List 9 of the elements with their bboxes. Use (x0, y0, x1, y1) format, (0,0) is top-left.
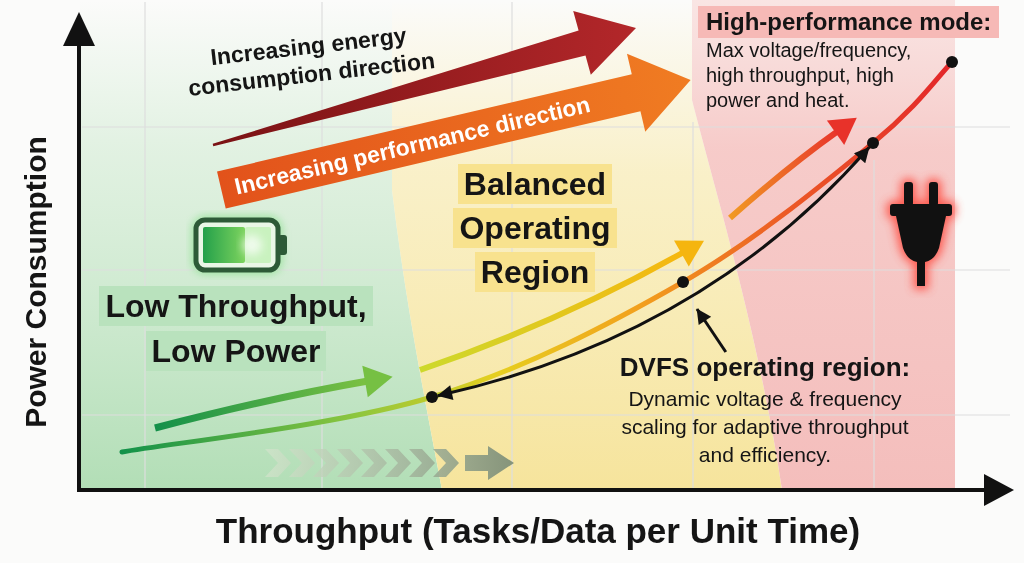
leader-arrow (695, 308, 728, 353)
annotation-text: Increasing energy consumption direction (185, 21, 438, 103)
callout-text: Max voltage/frequency, high throughput, high power and heat. (706, 38, 913, 113)
double-headed-arrow (437, 146, 871, 400)
callout-heading: DVFS operating region: (619, 352, 911, 383)
axis-title: Power Consumption (18, 136, 53, 428)
callout-heading: High-performance mode: (698, 6, 1000, 38)
callout-text: Dynamic voltage & frequency scaling for adaptive throughput and efficiency. (620, 386, 910, 468)
axis-title: Throughput (Tasks/Data per Unit Time) (215, 510, 861, 552)
